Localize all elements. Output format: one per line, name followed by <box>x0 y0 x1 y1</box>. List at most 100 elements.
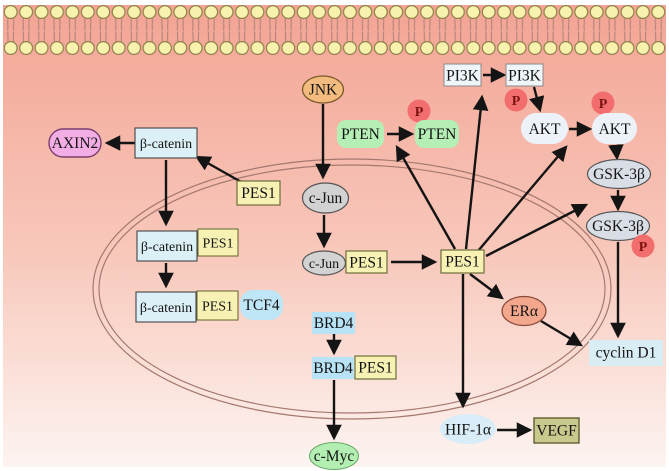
arrow-akt-p-to-gsk3b <box>608 144 624 161</box>
pes1-shape <box>440 249 485 274</box>
node-beta-catenin: β-catenin <box>134 127 198 159</box>
complex-cjun-pes1: c-Jun PES1 <box>301 250 388 276</box>
nuclear-envelope <box>92 158 612 420</box>
arrows <box>104 67 626 441</box>
akt-label: AKT <box>529 121 561 138</box>
node-akt: AKT <box>521 113 568 144</box>
phospho-badge <box>504 88 528 112</box>
pes1-label: PES1 <box>445 254 479 271</box>
arrow-pes1-to-gsk3b-p <box>485 203 589 258</box>
node-axin2: AXIN2 <box>48 128 102 158</box>
pes1-shape <box>196 290 239 321</box>
beta-catenin-label: β-catenin <box>140 301 192 316</box>
cmyc-shape <box>309 442 359 470</box>
pten-label: PTEN <box>341 126 380 143</box>
tcf4-shape <box>240 290 283 320</box>
complex-beta-catenin-pes1: PES1 β-catenin <box>136 228 239 262</box>
lipid-bilayer <box>3 5 666 55</box>
node-brd4: BRD4 <box>312 312 355 334</box>
complex-beta-catenin-pes1-tcf4: TCF4 PES1 β-catenin <box>135 290 283 323</box>
pes1-label: PES1 <box>202 300 233 315</box>
beta-catenin-shape <box>134 127 198 159</box>
jnk-shape <box>301 75 345 104</box>
arrow-pes1-to-pi3k <box>464 94 489 250</box>
cjun-label: c-Jun <box>309 190 343 207</box>
pten-p-shape <box>415 120 459 148</box>
phospho-label: P <box>415 105 424 120</box>
cmyc-label: c-Myc <box>314 448 355 465</box>
vegf-label: VEGF <box>536 423 577 440</box>
phospho-badge <box>407 99 431 123</box>
cjun-label: c-Jun <box>309 257 339 272</box>
pi3k-p-shape <box>505 63 544 87</box>
pes1-shape <box>236 180 281 206</box>
pes1-label: PES1 <box>349 255 383 272</box>
pes1-label: PES1 <box>202 237 233 252</box>
hif1a-label: HIF-1α <box>445 422 491 439</box>
node-cjun: c-Jun <box>301 182 350 214</box>
nuclear-envelope-inner <box>98 164 606 414</box>
akt-shape <box>521 113 568 144</box>
akt-p-shape <box>592 113 637 144</box>
gsk3b-label: GSK-3β <box>593 166 645 183</box>
node-vegf: VEGF <box>533 417 580 444</box>
node-akt-phospho: P AKT <box>591 91 637 144</box>
node-gsk3b: GSK-3β <box>586 158 652 190</box>
hif1a-shape <box>440 414 496 444</box>
arrow-pes1-to-era <box>469 273 504 300</box>
node-era: ERα <box>501 295 547 327</box>
gsk3b-p-label: GSK-3β <box>592 218 644 235</box>
node-cyclin-d1: cyclin D1 <box>589 340 663 366</box>
arrow-pes1-to-pten-p <box>395 144 457 250</box>
node-pi3k-phospho: P PI3K <box>504 63 544 112</box>
jnk-label: JNK <box>309 82 338 99</box>
pes1-label: PES1 <box>358 360 392 377</box>
node-jnk: JNK <box>301 75 345 104</box>
node-pes1-central: PES1 <box>440 249 485 274</box>
node-hif1a: HIF-1α <box>440 414 496 444</box>
cyclin-d1-label: cyclin D1 <box>596 345 657 362</box>
beta-catenin-shape <box>135 291 197 323</box>
phospho-label: P <box>512 94 521 109</box>
brd4-label: BRD4 <box>314 315 354 332</box>
pes1-shape <box>345 250 388 274</box>
akt-p-label: AKT <box>599 121 631 138</box>
pi3k-p-label: PI3K <box>508 68 542 85</box>
phospho-badge <box>631 234 655 258</box>
pten-p-label: PTEN <box>418 126 457 143</box>
pi3k-shape <box>443 63 482 87</box>
pten-shape <box>337 120 384 148</box>
cell-membrane <box>3 5 666 55</box>
brd4-shape <box>312 357 354 379</box>
pes1-shape <box>197 228 239 257</box>
axin2-label: AXIN2 <box>52 135 99 152</box>
pi3k-label: PI3K <box>446 68 480 85</box>
beta-catenin-label: β-catenin <box>140 137 192 152</box>
arrow-era-to-cyclind1 <box>540 319 584 347</box>
phospho-badge <box>591 91 615 115</box>
node-gsk3b-phospho: GSK-3β P <box>585 210 655 258</box>
gsk3b-shape <box>586 158 652 190</box>
vegf-shape <box>533 417 580 444</box>
phospho-label: P <box>599 97 608 112</box>
node-pes1-free: PES1 <box>236 180 281 206</box>
arrow-pes1-to-akt <box>477 145 568 252</box>
complex-brd4-pes1: BRD4 PES1 <box>312 355 397 380</box>
node-pten: PTEN <box>337 120 384 148</box>
tcf4-label: TCF4 <box>243 297 279 314</box>
era-shape <box>501 295 547 327</box>
axin2-shape <box>48 128 102 158</box>
beta-catenin-label: β-catenin <box>141 240 193 255</box>
brd4-shape <box>312 312 355 334</box>
arrow-pes1-to-beta-catenin <box>194 155 244 185</box>
node-pten-phospho: P PTEN <box>407 99 459 148</box>
beta-catenin-shape <box>136 230 198 262</box>
phospho-label: P <box>639 240 648 255</box>
brd4-label: BRD4 <box>313 360 353 377</box>
cjun-shape <box>301 182 350 214</box>
pes1-shape <box>354 355 397 380</box>
pes1-label: PES1 <box>241 185 275 202</box>
era-label: ERα <box>510 303 538 320</box>
